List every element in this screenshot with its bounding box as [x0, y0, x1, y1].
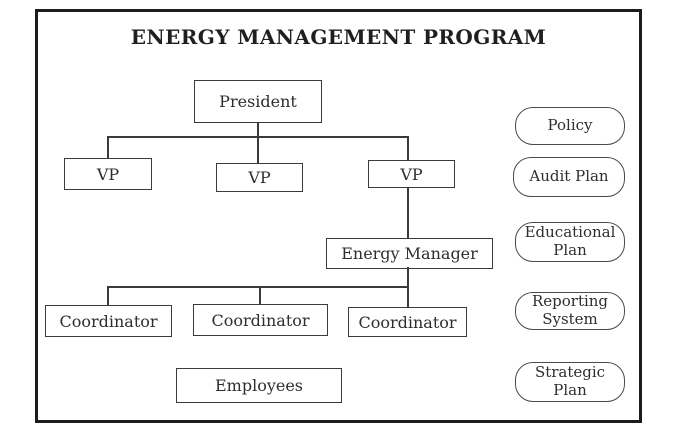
program-pill-label: Strategic Plan: [534, 363, 606, 399]
org-node-energy-manager: Energy Manager: [326, 238, 493, 269]
program-pill-label: Reporting System: [531, 292, 609, 328]
connector-coordinator-branch: [107, 286, 408, 288]
org-node-employees: Employees: [176, 368, 342, 403]
org-node-vp-2: VP: [216, 163, 303, 192]
org-node-label: President: [219, 92, 297, 111]
program-pill-label: Audit Plan: [529, 167, 609, 186]
org-node-label: Energy Manager: [341, 244, 478, 263]
org-node-president: President: [194, 80, 322, 123]
org-node-label: VP: [400, 164, 423, 184]
program-pill-audit-plan: Audit Plan: [513, 157, 625, 197]
connector-president-stub: [257, 122, 259, 138]
connector-vp-2-stub: [257, 136, 259, 164]
org-node-label: Employees: [214, 376, 304, 395]
org-node-label: VP: [96, 164, 120, 184]
org-node-vp-3: VP: [368, 160, 455, 188]
diagram-title: ENERGY MANAGEMENT PROGRAM: [130, 25, 547, 49]
connector-vp-3-stub: [407, 136, 409, 161]
program-pill-educational-plan: Educational Plan: [515, 222, 625, 262]
program-pill-policy: Policy: [515, 107, 625, 145]
connector-coordinator-3-stub: [407, 286, 409, 308]
program-pill-strategic-plan: Strategic Plan: [515, 362, 625, 402]
connector-coordinator-2-stub: [259, 286, 261, 305]
connector-vp-1-stub: [107, 136, 109, 159]
connector-coordinator-1-stub: [107, 286, 109, 306]
program-pill-label: Educational Plan: [524, 223, 616, 259]
org-node-label: Coordinator: [358, 312, 457, 332]
connector-vp-3-to-energy-manager: [407, 187, 409, 239]
org-node-vp-1: VP: [64, 158, 152, 190]
org-node-coordinator-2: Coordinator: [193, 304, 328, 336]
org-node-label: VP: [248, 168, 271, 187]
org-node-label: Coordinator: [59, 311, 158, 331]
org-node-label: Coordinator: [211, 310, 310, 330]
connector-energy-manager-stub: [407, 267, 409, 288]
org-node-coordinator-3: Coordinator: [348, 307, 467, 337]
program-pill-reporting-system: Reporting System: [515, 292, 625, 330]
org-node-coordinator-1: Coordinator: [45, 305, 172, 337]
diagram-frame: [35, 9, 642, 423]
program-pill-label: Policy: [547, 116, 593, 135]
